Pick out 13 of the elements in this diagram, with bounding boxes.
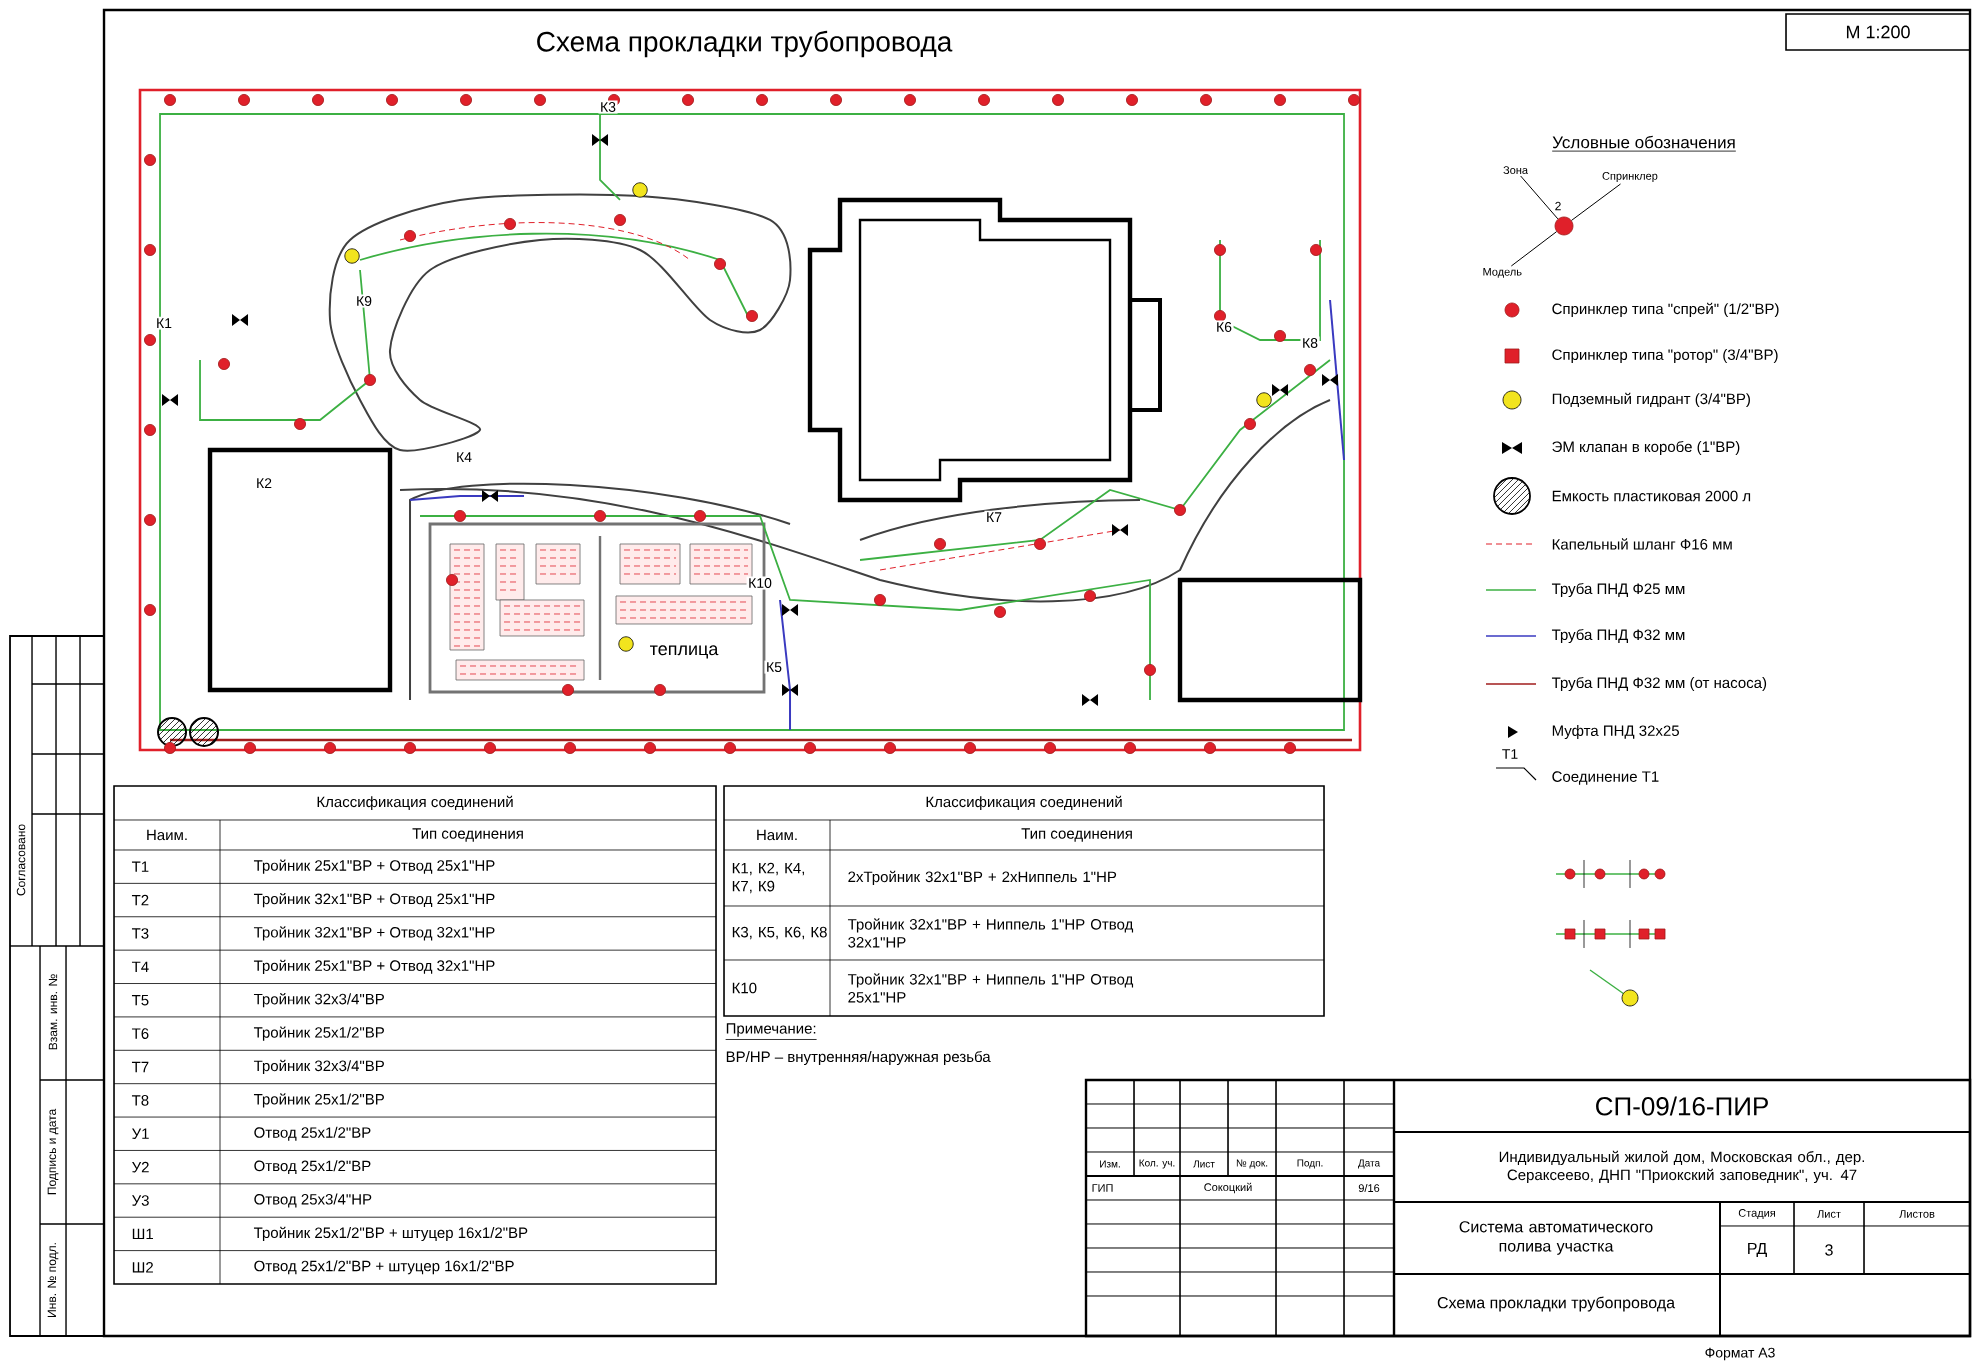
scale-box: М 1:200 [1785,13,1971,51]
sprinkler-icon [1554,216,1574,236]
legend-heading: Условные обозначения [1551,135,1737,152]
sheet-title: Система автоматического полива участка [1459,1221,1653,1255]
sheet-number-cell: 3 [1825,1244,1833,1256]
greenhouse-label: теплица [646,642,722,662]
stage-cell: РД [1748,1242,1767,1258]
title: Схема прокладки трубопровода [537,30,953,58]
leader-line [1520,175,1559,220]
leader-line [1571,183,1622,221]
leader-line [1510,231,1558,267]
drawing-title-cell: Схема прокладки трубопровода [1437,1296,1676,1312]
document-code: СП-09/16-ПИР [1596,1096,1768,1116]
